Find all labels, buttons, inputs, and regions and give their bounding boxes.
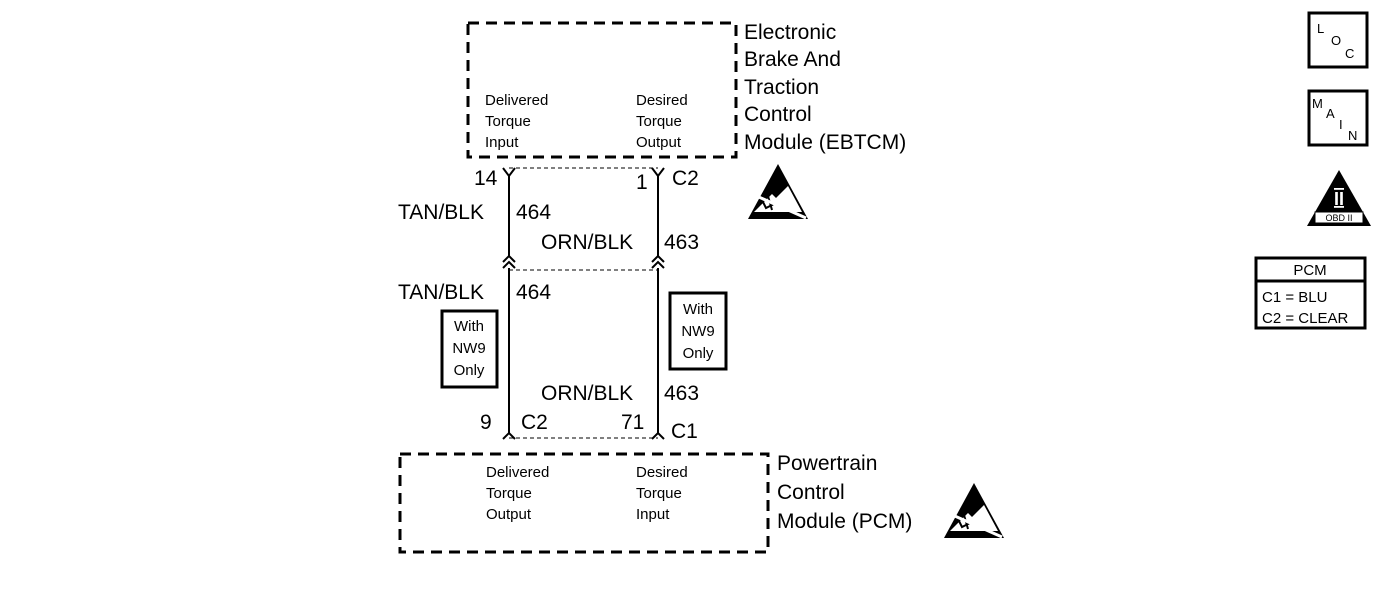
ebtcm-connector-c2: C2: [672, 167, 699, 190]
svg-text:M: M: [1312, 96, 1323, 111]
svg-text:II: II: [1334, 189, 1344, 209]
svg-text:Only: Only: [683, 345, 714, 362]
svg-text:Input: Input: [636, 506, 670, 523]
svg-text:Module (PCM): Module (PCM): [777, 510, 912, 533]
wire-color-lower-left: TAN/BLK: [398, 281, 484, 304]
svg-text:Torque: Torque: [485, 113, 531, 130]
esd-warning-icon: [944, 483, 1004, 539]
option-note-left: With NW9 Only: [440, 309, 499, 389]
wire-color-upper-right: ORN/BLK: [541, 231, 633, 254]
pcm-connector-c1: C1: [671, 420, 698, 443]
svg-text:Output: Output: [636, 134, 682, 151]
svg-text:With: With: [683, 301, 713, 318]
svg-text:O: O: [1331, 33, 1341, 48]
inline-terminal-left-bottom: [502, 260, 516, 269]
pcm-box: [398, 452, 770, 554]
pcm-legend-row-c2: C2 = CLEAR: [1262, 310, 1348, 327]
pcm-title: Powertrain Control Module (PCM): [777, 452, 912, 533]
inline-terminal-right-bottom: [651, 260, 665, 269]
svg-text:Powertrain: Powertrain: [777, 452, 877, 475]
pcm-desired-torque-input-label: Desired Torque Input: [636, 464, 688, 523]
svg-text:Torque: Torque: [636, 113, 682, 130]
obd-ii-icon[interactable]: II OBD II: [1307, 170, 1371, 226]
ebtcm-terminal-1: [651, 167, 665, 178]
svg-text:Control: Control: [744, 103, 812, 126]
wire-color-lower-right: ORN/BLK: [541, 382, 633, 405]
pcm-delivered-torque-output-label: Delivered Torque Output: [486, 464, 549, 523]
svg-text:Desired: Desired: [636, 464, 688, 481]
svg-text:Control: Control: [777, 481, 845, 504]
ebtcm-desired-torque-output-label: Desired Torque Output: [636, 92, 688, 151]
pcm-connector-legend: PCM C1 = BLU C2 = CLEAR: [1254, 256, 1367, 330]
ebtcm-terminal-14: [502, 167, 516, 178]
svg-text:Input: Input: [485, 134, 519, 151]
pcm-legend-header: PCM: [1293, 262, 1326, 279]
pcm-pin-9: 9: [480, 411, 492, 434]
ebtcm-pin-1: 1: [636, 171, 648, 194]
option-note-right: With NW9 Only: [668, 291, 728, 371]
ebtcm-title: Electronic Brake And Traction Control Mo…: [744, 21, 906, 154]
esd-warning-icon: [748, 164, 808, 220]
pcm-legend-row-c1: C1 = BLU: [1262, 289, 1327, 306]
svg-text:Delivered: Delivered: [486, 464, 549, 481]
svg-text:Torque: Torque: [486, 485, 532, 502]
svg-text:Traction: Traction: [744, 76, 819, 99]
svg-text:L: L: [1317, 21, 1324, 36]
svg-text:Output: Output: [486, 506, 532, 523]
ebtcm-delivered-torque-input-label: Delivered Torque Input: [485, 92, 548, 151]
pcm-terminal-71: [651, 431, 665, 440]
svg-text:NW9: NW9: [681, 323, 714, 340]
svg-text:Desired: Desired: [636, 92, 688, 109]
svg-text:OBD II: OBD II: [1325, 213, 1352, 223]
wire-circuit-upper-left: 464: [516, 201, 551, 224]
ebtcm-box: [466, 21, 738, 159]
svg-text:Torque: Torque: [636, 485, 682, 502]
svg-text:Brake And: Brake And: [744, 48, 841, 71]
wire-circuit-upper-right: 463: [664, 231, 699, 254]
ebtcm-pin-14: 14: [474, 167, 498, 190]
wire-color-upper-left: TAN/BLK: [398, 201, 484, 224]
svg-text:Only: Only: [454, 362, 485, 379]
svg-text:I: I: [1339, 117, 1343, 132]
loc-icon[interactable]: L O C: [1307, 11, 1369, 69]
pcm-connector-c2: C2: [521, 411, 548, 434]
svg-text:Module (EBTCM): Module (EBTCM): [744, 131, 906, 154]
wire-circuit-lower-right: 463: [664, 382, 699, 405]
svg-text:Electronic: Electronic: [744, 21, 836, 44]
wire-circuit-lower-left: 464: [516, 281, 551, 304]
svg-text:C: C: [1345, 46, 1354, 61]
main-icon[interactable]: M A I N: [1307, 89, 1369, 147]
svg-text:A: A: [1326, 106, 1335, 121]
svg-text:NW9: NW9: [452, 340, 485, 357]
svg-text:With: With: [454, 318, 484, 335]
pcm-pin-71: 71: [621, 411, 644, 434]
svg-text:Delivered: Delivered: [485, 92, 548, 109]
pcm-terminal-9: [502, 431, 516, 440]
svg-text:N: N: [1348, 128, 1357, 143]
